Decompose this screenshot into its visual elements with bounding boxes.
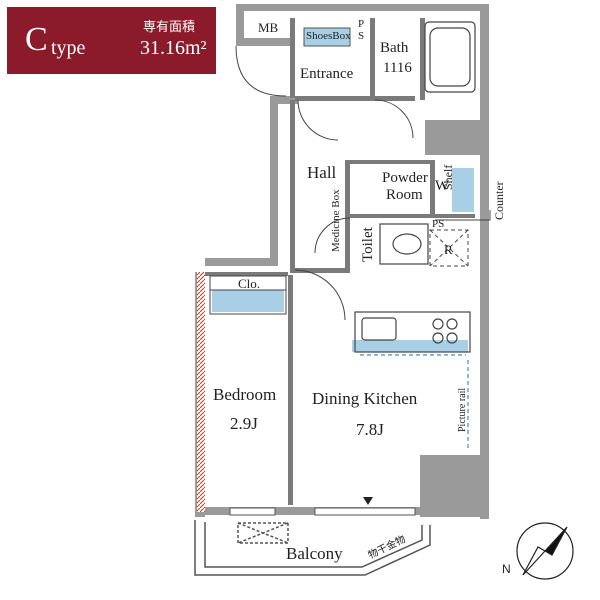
shelf-label: Shelf (441, 164, 455, 190)
mb-label: MB (258, 20, 279, 35)
toilet-label: Toilet (360, 227, 376, 262)
type-badge: C type 専有面積 31.16m² (7, 7, 216, 74)
counter-leader-line (435, 210, 491, 221)
ps-mid-label: PS (432, 218, 445, 230)
door-swings (235, 45, 414, 321)
closet-outline (209, 275, 287, 315)
bathtub (424, 21, 476, 93)
bath-label: Bath (380, 40, 409, 56)
type-word: type (51, 37, 86, 59)
picture-rail-lines (360, 354, 469, 450)
dining-kitchen-size-label: 7.8J (356, 420, 384, 439)
balcony-outline (194, 520, 431, 576)
hall-label: Hall (307, 163, 337, 182)
entrance-label: Entrance (300, 66, 354, 82)
window-frames (229, 507, 416, 516)
entrance-marker (363, 497, 373, 505)
refrigerator-box (429, 229, 469, 267)
shoes-box-label: ShoesBox (306, 30, 351, 42)
powder-room-label-2: Room (386, 187, 423, 203)
picture-rail-label: Picture rail (457, 387, 468, 432)
toilet-fixture (379, 223, 429, 265)
area-value: 31.16m² (140, 37, 207, 59)
counter-label: Counter (492, 181, 506, 220)
dining-kitchen-label: Dining Kitchen (312, 389, 418, 408)
closet-label: Clo. (238, 276, 261, 291)
washer-label: W (435, 178, 450, 194)
type-letter: C (25, 21, 48, 58)
bath-size-label: 1116 (383, 60, 412, 76)
refrigerator-label: R (444, 242, 453, 257)
interior-walls (205, 18, 475, 505)
bedroom-size-label: 2.9J (230, 414, 258, 433)
compass-icon (516, 522, 574, 580)
area-label: 専有面積 (143, 20, 196, 35)
bedroom-wall-hatch (197, 272, 205, 512)
medicine-box-label: Medicine Box (330, 189, 342, 252)
ps-top-label: PS (358, 18, 365, 42)
kitchen-counter (354, 311, 471, 353)
compass-n-label: N (502, 562, 511, 576)
balcony-label: Balcony (286, 544, 343, 563)
bedroom-label: Bedroom (213, 385, 277, 404)
powder-room-label-1: Powder (382, 170, 428, 186)
